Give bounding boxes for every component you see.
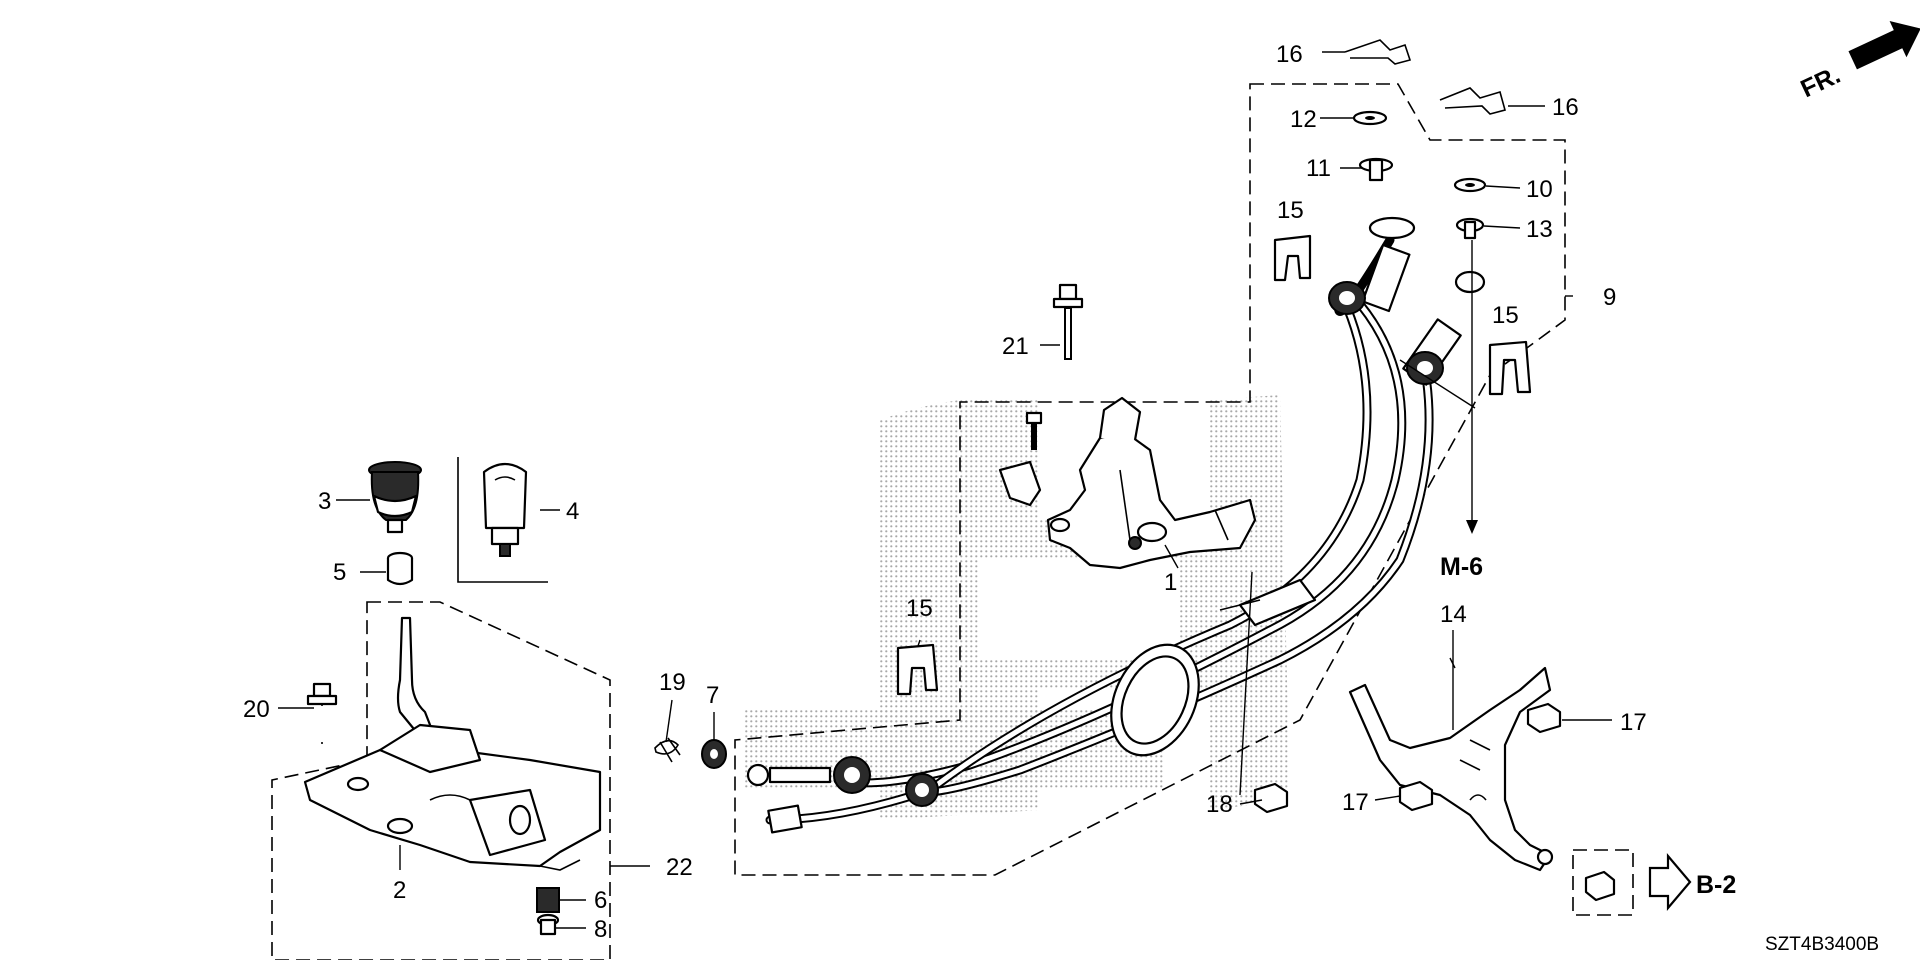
- nut-17b: [1398, 780, 1434, 812]
- callout-10: 10: [1526, 176, 1553, 203]
- reference-b2: B-2: [1696, 871, 1736, 899]
- callout-2: 2: [393, 877, 406, 904]
- callout-16b: 16: [1552, 94, 1579, 121]
- bolt-small: [1025, 411, 1043, 450]
- bolt-21: [1052, 283, 1084, 360]
- callout-5: 5: [333, 559, 346, 586]
- clip-15c: [896, 643, 939, 696]
- bushing-6: [536, 887, 560, 913]
- callout-21: 21: [1002, 333, 1029, 360]
- washer-12: [1352, 110, 1388, 126]
- watermark-logo: [745, 395, 1290, 820]
- shift-lever-assembly-2: [303, 616, 602, 871]
- callout-17a: 17: [1620, 709, 1647, 736]
- callout-17b: 17: [1342, 789, 1369, 816]
- washer-10: [1453, 177, 1487, 193]
- clip-19: [654, 737, 681, 763]
- nut-b2: [1584, 870, 1616, 902]
- retaining-clip-16b: [1439, 87, 1506, 115]
- group-boundary-9: [734, 83, 1566, 876]
- callout-3: 3: [318, 488, 331, 515]
- callout-20: 20: [243, 696, 270, 723]
- callout-15b: 15: [1492, 302, 1519, 329]
- callout-8: 8: [594, 916, 607, 943]
- callout-9: 9: [1603, 284, 1616, 311]
- bracket-14: [1348, 666, 1554, 872]
- callout-7: 7: [706, 682, 719, 709]
- callout-18: 18: [1206, 791, 1233, 818]
- leader-lines: [278, 51, 1612, 929]
- callout-13: 13: [1526, 216, 1553, 243]
- grommet-7: [701, 739, 727, 769]
- retaining-clip-16a: [1344, 39, 1412, 65]
- callout-19: 19: [659, 669, 686, 696]
- callout-22: 22: [666, 854, 693, 881]
- reference-arrow-icon: [1648, 852, 1692, 912]
- bushing-11: [1358, 157, 1394, 182]
- callout-15a: 15: [1277, 197, 1304, 224]
- nut-18: [1253, 782, 1289, 814]
- shift-knob-3: [368, 461, 422, 534]
- collar-8: [536, 913, 560, 936]
- shift-knob-4: [482, 462, 528, 557]
- callout-15c: 15: [906, 595, 933, 622]
- knob-adapter-5: [386, 551, 414, 586]
- knob-frame: [457, 457, 548, 583]
- callout-1: 1: [1164, 569, 1177, 596]
- nut-17a: [1526, 702, 1562, 734]
- callout-14: 14: [1440, 601, 1467, 628]
- callout-16a: 16: [1276, 41, 1303, 68]
- callout-11: 11: [1306, 155, 1331, 182]
- front-direction-arrow-icon: [1848, 21, 1920, 70]
- front-direction-label: FR.: [1796, 61, 1844, 103]
- callout-6: 6: [594, 887, 607, 914]
- diagram-code: SZT4B3400B: [1765, 934, 1879, 955]
- group-boundary-b2: [1572, 849, 1634, 916]
- callout-4: 4: [566, 498, 579, 525]
- bushing-13: [1455, 217, 1485, 240]
- reference-m6: M-6: [1440, 553, 1483, 581]
- callout-12: 12: [1290, 106, 1317, 133]
- clip-15a: [1273, 234, 1312, 282]
- bolt-20: [306, 682, 338, 744]
- cable-bracket-1: [998, 396, 1257, 570]
- clip-15b: [1488, 340, 1532, 396]
